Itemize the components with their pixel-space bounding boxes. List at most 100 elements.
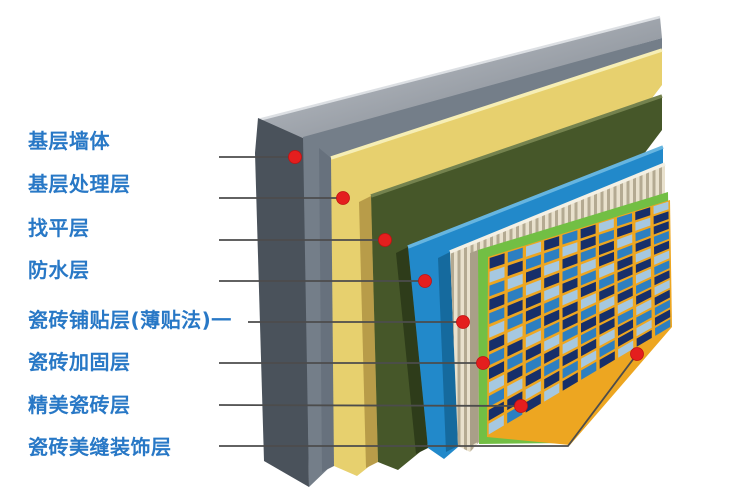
waterproof-layer-top-highlight [407,145,664,249]
mosaic-tile [507,247,523,263]
mosaic-tile [562,230,578,245]
mosaic-tile [617,213,633,227]
mosaic-tile [580,247,596,262]
mosaic-tile [489,266,505,283]
mosaic-tile [525,368,541,387]
mosaic-tile [507,339,523,357]
mosaic-tile [488,415,504,435]
mosaic-tile [488,374,505,394]
mosaic-tile [636,299,652,316]
mosaic-tile [598,218,614,233]
mosaic-tile [635,248,651,263]
mosaic-tile [599,296,615,312]
mosaic-tile [544,285,560,301]
mosaic-tile [562,372,578,391]
leader-dot-base-treatment-layer [336,191,350,205]
mosaic-tile [617,234,633,249]
mosaic-tile [526,267,541,283]
base-wall-top-face [258,17,662,139]
mosaic-tile [599,251,615,267]
mosaic-tile [489,293,505,311]
mosaic-tile [617,223,633,238]
mosaic-tile [525,343,541,361]
mosaic-tile [580,258,596,274]
mosaic-tile [562,265,578,282]
mosaic-tile [489,320,505,338]
mosaic-tile [654,250,670,265]
mosaic-tile [562,289,578,306]
mosaic-tile [562,242,578,257]
waterproof-layer-shadow [438,252,458,452]
mosaic-tile [544,297,560,314]
mosaic-tile [507,286,523,303]
mosaic-tile [654,270,670,286]
mosaic-tile [525,279,541,296]
mosaic-tile [654,240,670,255]
mosaic-tile [617,298,633,314]
mosaic-tile [489,347,505,366]
leader-dot-base-wall [288,150,302,164]
mosaic-tile [636,278,652,295]
mosaic-tile [635,227,651,242]
mosaic-tile [654,260,670,276]
mosaic-tile [635,258,651,273]
base-wall-front-shadow [319,148,334,472]
mosaic-tile [507,260,523,277]
leader-dot-waterproof-layer [418,274,432,288]
mosaic-tile [544,248,560,264]
mosaic-tile [580,293,596,310]
mosaic-tile [526,241,541,257]
mosaic-tile [599,240,614,256]
mosaic-tile [544,334,560,352]
leader-dot-leveling-layer [378,233,392,247]
mosaic-tile [617,244,633,260]
mosaic-tile [507,378,523,397]
mosaic-tile [618,340,634,358]
layer-label-tile-paste-layer: 瓷砖铺贴层(薄贴法)一 [28,308,232,332]
mosaic-tile [507,352,523,370]
mosaic-tile [525,305,541,322]
mosaic-tile [617,319,634,336]
mosaic-tile [654,280,670,296]
mosaic-tile [544,383,560,402]
mosaic-tile [507,326,523,344]
mosaic-tile [581,316,597,333]
mosaic-tile [525,292,541,309]
layer-label-tile-grout-decoration-layer: 瓷砖美缝装饰层 [28,435,172,459]
mosaic-tile [507,365,523,384]
mosaic-tile [580,236,596,251]
mosaic-tile [489,280,505,297]
mosaic-tile [618,329,634,347]
layer-label-tile-reinforcement-layer: 瓷砖加固层 [28,350,131,374]
mosaic-tile [526,254,541,270]
mosaic-tile [635,207,651,221]
mosaic-tile [544,321,560,339]
mosaic-tile [599,340,615,358]
mosaic-tile [599,274,615,290]
mosaic-tile [562,325,578,342]
mosaic-tile [581,361,597,380]
mosaic-tile [653,221,669,235]
mosaic-tile [653,211,669,225]
layer-label-base-wall: 基层墙体 [28,129,110,153]
mosaic-tile [507,273,523,290]
mosaic-tile [636,309,652,326]
mosaic-tile [544,309,560,327]
mosaic-tile [636,329,652,347]
mosaic-tile [598,229,614,244]
mosaic-tile [525,330,541,348]
mosaic-tile [581,327,597,345]
mosaic-tile [580,281,596,298]
mosaic-tile [599,329,615,346]
mosaic-tile [617,276,633,293]
mosaic-tile [599,262,615,278]
leveling-layer-shadow [396,247,428,454]
mosaic-tile [653,201,669,215]
mosaic-tile [507,299,523,317]
mosaic-tile [580,270,596,286]
mosaic-tile [599,351,615,369]
base-wall-top-edge-highlight [257,15,661,122]
mosaic-tile [544,236,560,251]
mosaic-tile [544,260,560,276]
